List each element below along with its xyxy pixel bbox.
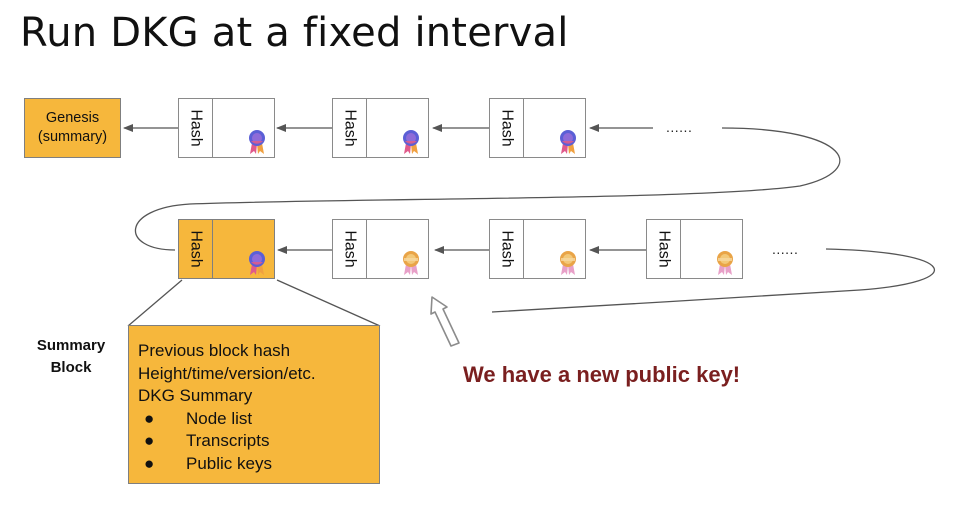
genesis-sublabel: (summary) xyxy=(37,129,108,145)
chain-block: Hash xyxy=(332,98,429,158)
hash-label: Hash xyxy=(498,230,516,268)
list-item: ● Node list xyxy=(138,408,379,431)
callout-line xyxy=(276,279,381,327)
chain-continuation-ellipsis: ...... xyxy=(772,241,799,257)
list-item: ● Transcripts xyxy=(138,430,379,453)
hash-field: Hash xyxy=(333,99,367,157)
bullet-icon: ● xyxy=(144,453,155,473)
hash-label: Hash xyxy=(187,230,205,268)
genesis-label: Genesis xyxy=(45,110,100,126)
purple-medal-icon xyxy=(560,130,576,154)
summary-label-line2: Block xyxy=(50,359,92,376)
list-item-text: Node list xyxy=(186,408,253,428)
hash-label: Hash xyxy=(341,230,359,268)
callout-line xyxy=(127,279,183,327)
gold-medal-icon xyxy=(560,251,576,275)
hash-field: Hash xyxy=(490,220,524,278)
summary-chain-block: Hash xyxy=(178,219,275,279)
summary-label-line1: Summary xyxy=(36,337,106,354)
chain-continuation-ellipsis: ...... xyxy=(666,119,693,135)
hash-field: Hash xyxy=(490,99,524,157)
gold-medal-icon xyxy=(403,251,419,275)
summary-block-label: Summary Block xyxy=(26,335,116,379)
summary-line-dkg-summary: DKG Summary xyxy=(138,386,253,405)
chain-block: Hash xyxy=(646,219,743,279)
bullet-icon: ● xyxy=(144,431,155,450)
list-item: ● Public keys xyxy=(138,453,379,476)
hash-field: Hash xyxy=(333,220,367,278)
list-item-text: Public keys xyxy=(186,453,272,473)
gold-medal-icon xyxy=(717,251,733,275)
pointer-arrow xyxy=(430,296,460,347)
hash-label: Hash xyxy=(498,109,516,147)
chain-block: Hash xyxy=(332,219,429,279)
chain-block: Hash xyxy=(178,98,275,158)
row-tail-connector xyxy=(491,248,936,313)
summary-block-details: Previous block hash Height/time/version/… xyxy=(128,325,380,484)
purple-medal-icon xyxy=(249,130,265,154)
hash-field: Hash xyxy=(179,99,213,157)
bullet-icon: ● xyxy=(144,408,155,428)
purple-medal-icon xyxy=(249,251,265,275)
new-public-key-announcement: We have a new public key! xyxy=(463,362,741,387)
chain-block: Hash xyxy=(489,219,586,279)
chain-block: Hash xyxy=(489,98,586,158)
genesis-block: Genesis (summary) xyxy=(24,98,121,158)
hash-label: Hash xyxy=(187,109,205,147)
summary-line-previous-hash: Previous block hash xyxy=(138,341,291,360)
slide-title: Run DKG at a fixed interval xyxy=(20,10,569,56)
hash-label: Hash xyxy=(655,230,673,268)
purple-medal-icon xyxy=(403,130,419,154)
row-wrap-connector xyxy=(134,127,841,251)
dkg-summary-list: ● Node list ● Transcripts ● Public keys xyxy=(138,408,379,476)
hash-label: Hash xyxy=(341,109,359,147)
list-item-text: Transcripts xyxy=(186,431,270,450)
hash-field: Hash xyxy=(179,220,213,278)
hash-field: Hash xyxy=(647,220,681,278)
summary-line-metadata: Height/time/version/etc. xyxy=(138,363,316,383)
